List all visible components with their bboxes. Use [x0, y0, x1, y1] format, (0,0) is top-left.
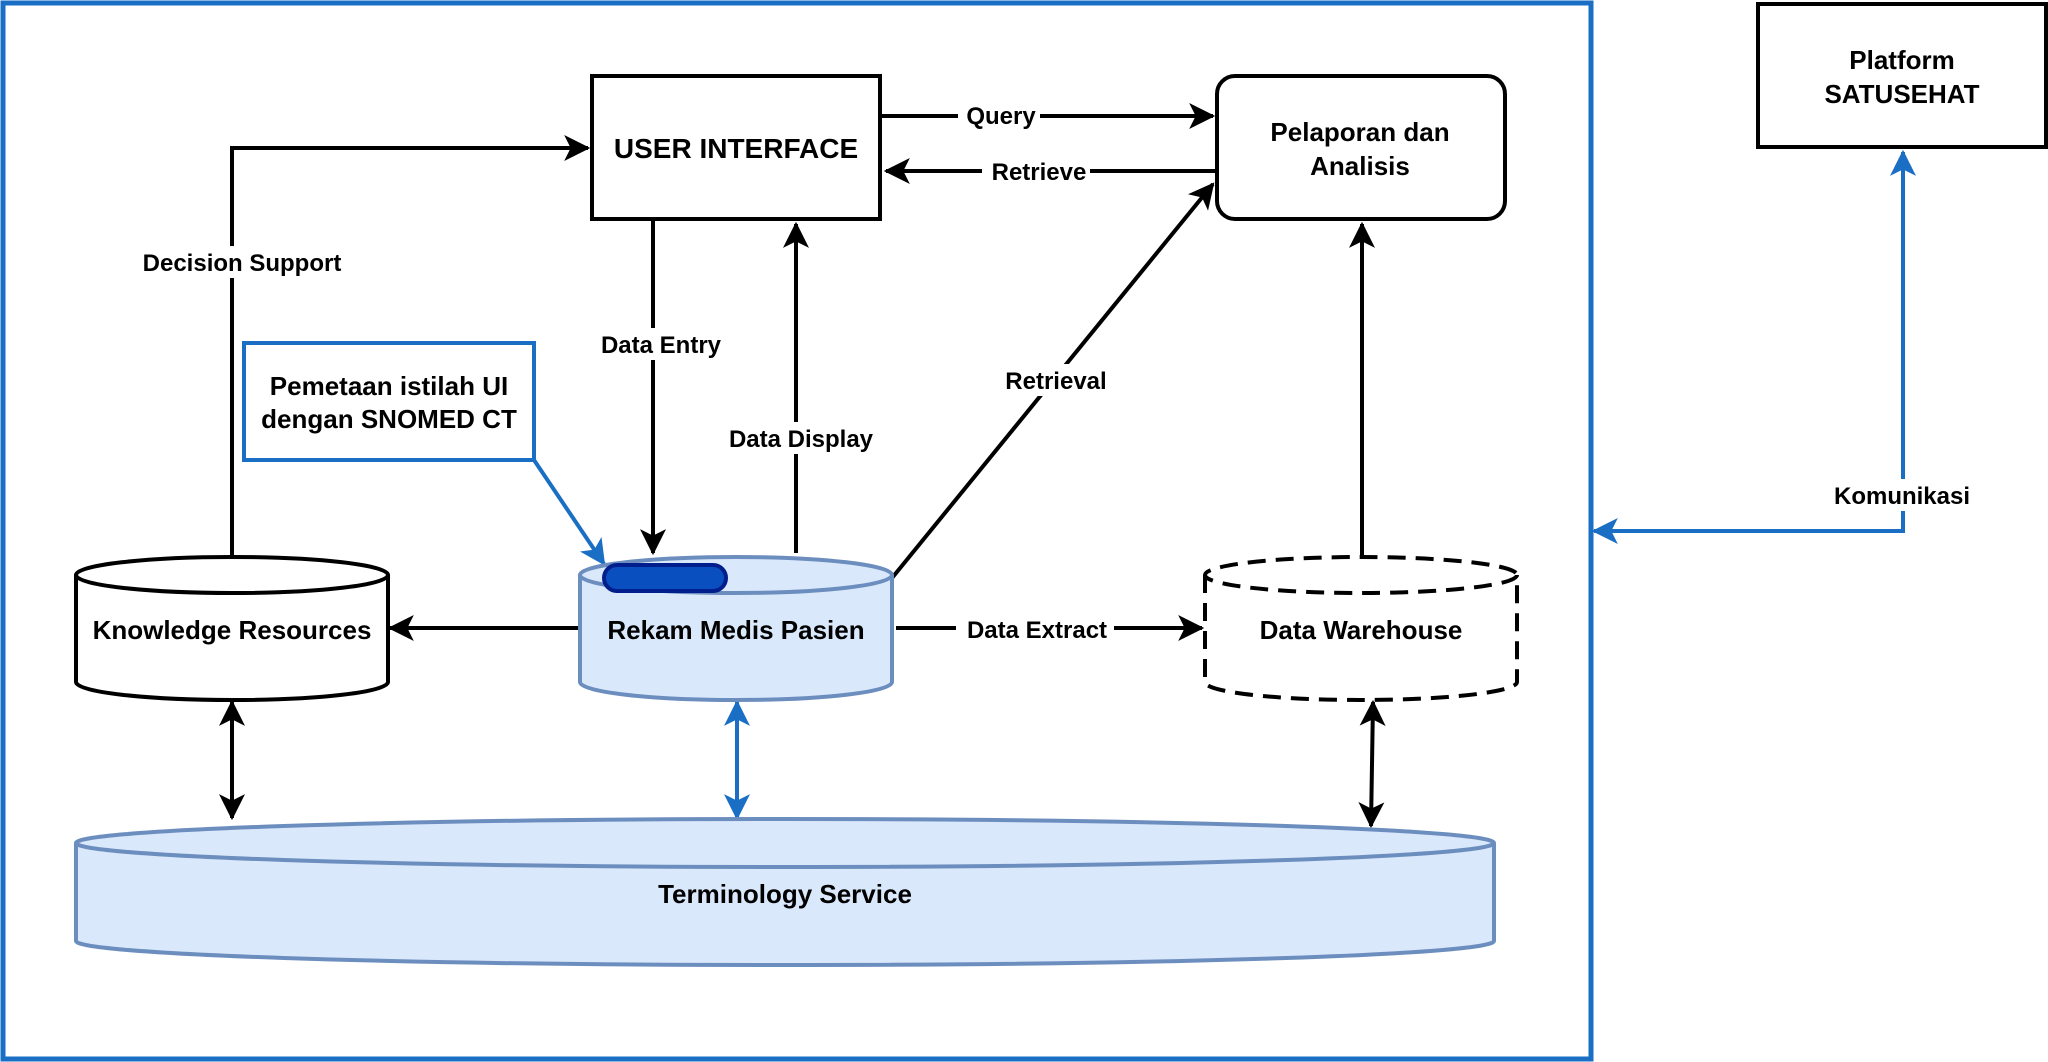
data-entry-label: Data Entry	[601, 332, 722, 359]
data-display-label: Data Display	[729, 426, 874, 453]
terminology-service-label: Terminology Service	[658, 879, 912, 909]
komunikasi-label: Komunikasi	[1834, 483, 1970, 510]
komunikasi-arrow	[1591, 149, 1916, 544]
decision-support-label: Decision Support	[143, 250, 342, 277]
reporting-analysis-node: Pelaporan dan Analisis	[1215, 74, 1507, 221]
mapping-callout-node: Pemetaan istilah UI dengan SNOMED CT	[242, 341, 536, 462]
platform-label-line1: Platform	[1849, 45, 1954, 75]
decision-support-arrow	[230, 135, 591, 555]
mapping-label-line2: dengan SNOMED CT	[261, 404, 517, 434]
mapping-label-line1: Pemetaan istilah UI	[270, 371, 508, 401]
data-warehouse-label: Data Warehouse	[1260, 615, 1463, 645]
platform-satusehat-node: Platform SATUSEHAT	[1756, 2, 2048, 149]
data-extract-label: Data Extract	[967, 617, 1107, 644]
data-warehouse-db: Data Warehouse	[1203, 555, 1519, 702]
system-frame	[0, 0, 1594, 1062]
rekam-medis-pasien-db: Rekam Medis Pasien	[578, 555, 894, 702]
reporting-label-line2: Analisis	[1310, 151, 1410, 181]
terminology-service-db: Terminology Service	[74, 817, 1496, 967]
knowledge-resources-label: Knowledge Resources	[93, 615, 372, 645]
mapping-marker-chip	[602, 563, 728, 593]
knowledge-resources-db: Knowledge Resources	[74, 555, 390, 702]
retrieve-label: Retrieve	[992, 159, 1087, 186]
mapping-callout-arrow	[532, 458, 606, 566]
reporting-label-line1: Pelaporan dan	[1270, 117, 1449, 147]
user-interface-label: USER INTERFACE	[614, 133, 858, 164]
retrieval-label: Retrieval	[1005, 368, 1106, 395]
rekam-medis-label: Rekam Medis Pasien	[607, 615, 864, 645]
platform-label-line2: SATUSEHAT	[1824, 79, 1979, 109]
user-interface-node: USER INTERFACE	[590, 74, 882, 221]
warehouse-terminology-arrow	[1358, 699, 1386, 829]
query-label: Query	[966, 103, 1036, 130]
